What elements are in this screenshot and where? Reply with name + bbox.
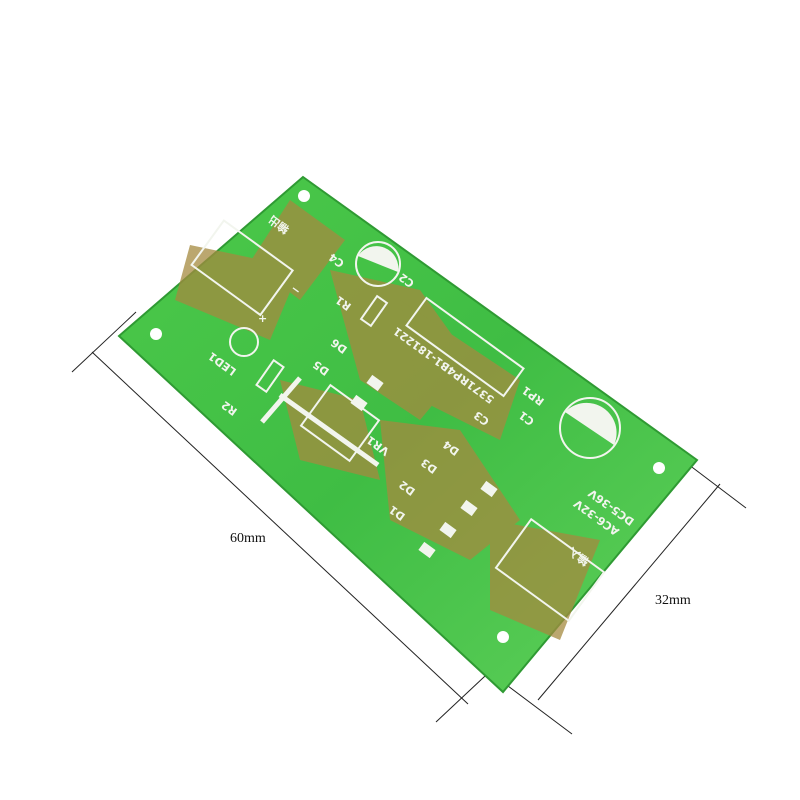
plus-sign: +	[258, 312, 267, 325]
width-label: 32mm	[655, 593, 691, 608]
length-label: 60mm	[230, 531, 266, 546]
silkscreen	[190, 219, 621, 623]
mounting-holes	[150, 190, 665, 643]
